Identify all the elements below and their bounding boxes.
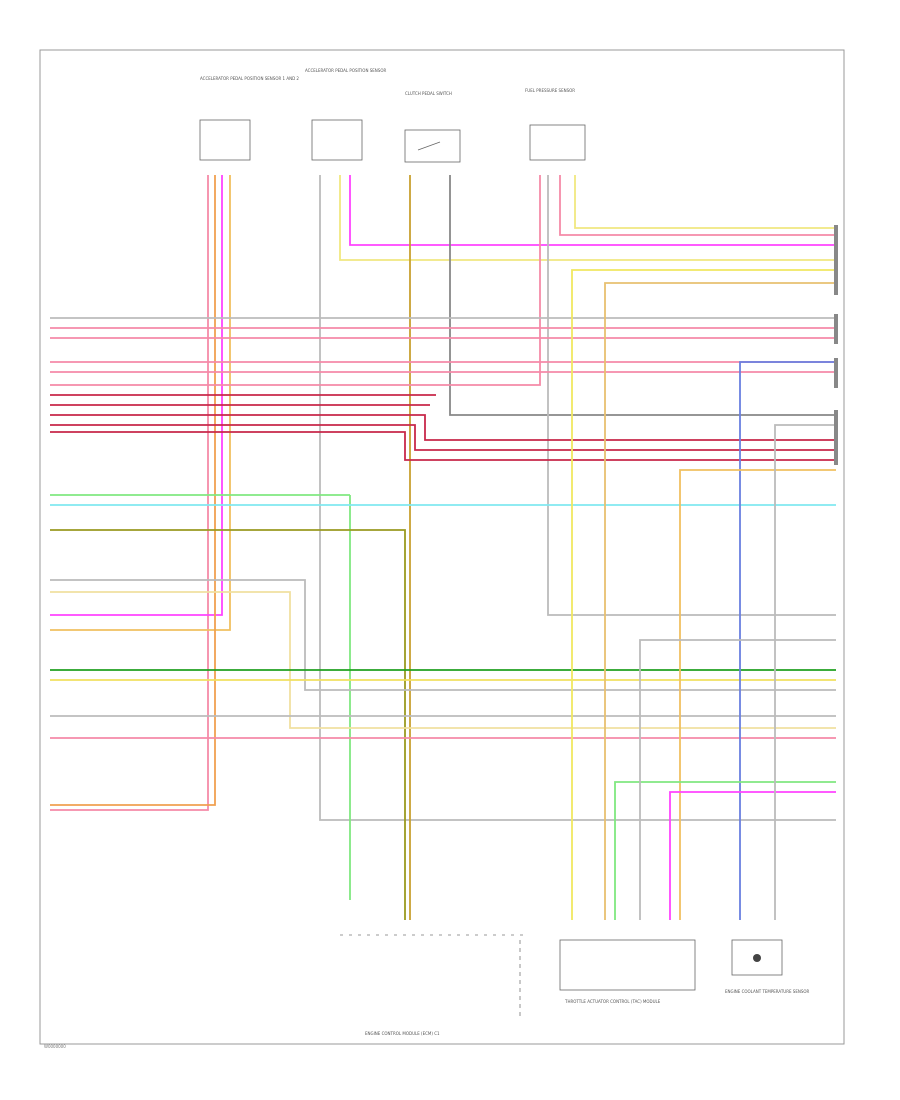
component-label: ENGINE CONTROL MODULE (ECM) C1: [365, 1031, 440, 1036]
component-coolant-temp-sensor: ENGINE COOLANT TEMPERATURE SENSOR: [725, 939, 810, 994]
component-accelerator-pedal-sensor-1: ACCELERATOR PEDAL POSITION SENSOR 1 AND …: [199, 76, 299, 161]
component-ecm-connector: ENGINE CONTROL MODULE (ECM) C1: [340, 934, 525, 1036]
component-label: THROTTLE ACTUATOR CONTROL (TAC) MODULE: [564, 999, 661, 1004]
component-label: ACCELERATOR PEDAL POSITION SENSOR 1 AND …: [200, 76, 299, 81]
component-label: CLUTCH PEDAL SWITCH: [405, 91, 452, 96]
component-accelerator-pedal-sensor-2: ACCELERATOR PEDAL POSITION SENSOR: [305, 68, 386, 161]
component-label: ENGINE COOLANT TEMPERATURE SENSOR: [725, 989, 810, 994]
component-throttle-actuator-module: THROTTLE ACTUATOR CONTROL (TAC) MODULE: [559, 939, 696, 1004]
component-clutch-pedal-switch: CLUTCH PEDAL SWITCH: [404, 91, 461, 163]
diagram-border: [39, 49, 845, 1045]
diagram-code: W0000000: [44, 1044, 66, 1049]
component-label: ACCELERATOR PEDAL POSITION SENSOR: [305, 68, 386, 73]
connector-pins-right: [834, 225, 838, 465]
component-fuel-pressure-sensor: FUEL PRESSURE SENSOR: [525, 88, 586, 161]
component-label: FUEL PRESSURE SENSOR: [525, 88, 575, 93]
wires: [50, 175, 836, 920]
